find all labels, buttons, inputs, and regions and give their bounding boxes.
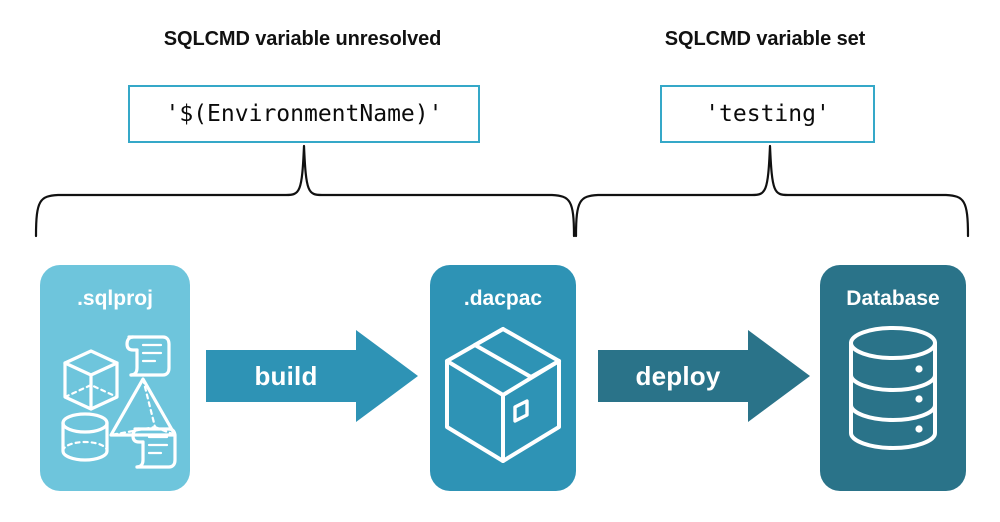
brace-left [34,144,576,238]
stage-dacpac-art [430,323,576,469]
arrow-build-shape [206,330,418,422]
stage-sqlproj-art [40,323,190,473]
arrow-deploy: deploy [598,330,810,422]
stage-sqlproj-label: .sqlproj [77,287,153,310]
cube-icon [63,349,119,411]
arrow-build: build [206,330,418,422]
sqlcmd-value-box-left: '$(EnvironmentName)' [128,85,480,143]
arrow-deploy-shape [598,330,810,422]
scroll-icon [131,427,177,469]
stage-dacpac: .dacpac [430,265,576,491]
group-heading-right: SQLCMD variable set [664,28,866,50]
group-heading-left: SQLCMD variable unresolved [163,28,442,50]
sqlcmd-value-box-right: 'testing' [660,85,875,143]
scroll-icon [125,335,171,377]
stage-database-label: Database [846,287,940,310]
stage-database: Database [820,265,966,491]
stage-sqlproj: .sqlproj [40,265,190,491]
database-cylinder-icon [849,326,937,450]
stage-database-art [820,323,966,455]
cylinder-icon [61,412,109,462]
stage-dacpac-label: .dacpac [463,287,543,310]
package-box-icon [445,327,561,463]
brace-right [574,144,970,238]
pyramid-icon [109,377,177,437]
